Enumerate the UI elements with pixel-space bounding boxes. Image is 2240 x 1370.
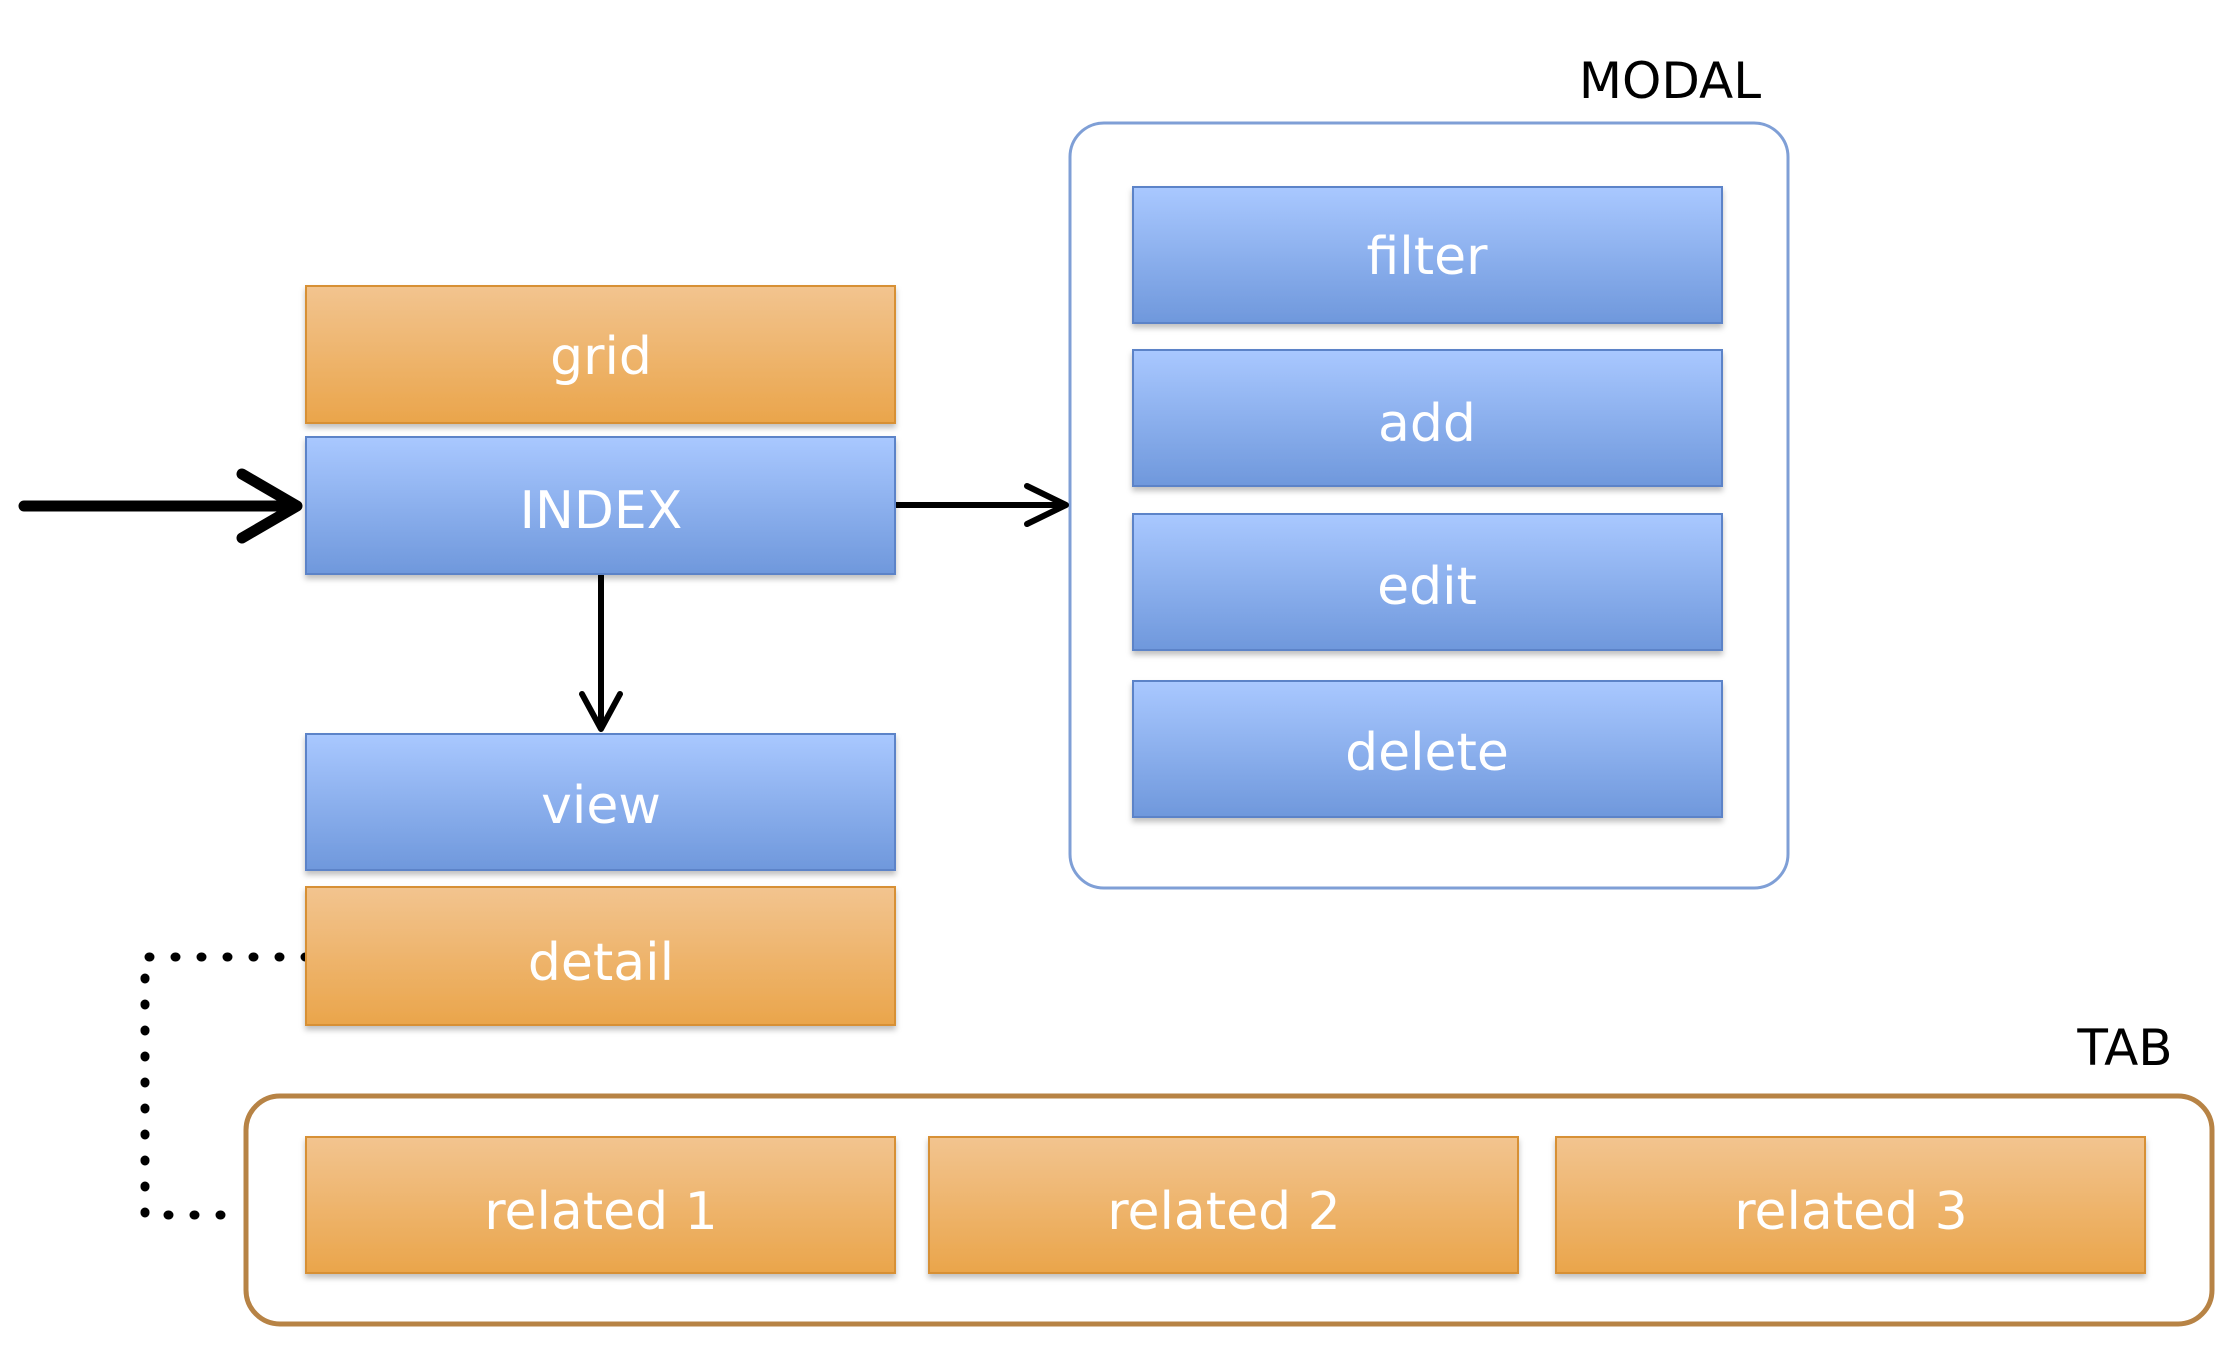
add-box-label: add <box>1378 394 1476 454</box>
filter-box-label: filter <box>1367 227 1489 287</box>
edit-box-label: edit <box>1377 557 1477 617</box>
detail-box[interactable]: detail <box>305 886 896 1026</box>
modal-group-title: MODAL <box>1579 52 1761 110</box>
delete-box[interactable]: delete <box>1132 680 1723 818</box>
delete-box-label: delete <box>1345 723 1509 783</box>
related-3-box-label: related 3 <box>1734 1182 1968 1242</box>
related-1-box[interactable]: related 1 <box>305 1136 896 1274</box>
tab-group-title: TAB <box>2076 1019 2172 1077</box>
index-box[interactable]: INDEX <box>305 436 896 575</box>
detail-to-tab-dotted-connector <box>140 952 311 1220</box>
related-3-box[interactable]: related 3 <box>1555 1136 2146 1274</box>
index-to-view-arrow <box>579 571 623 732</box>
entry-arrow <box>18 468 303 544</box>
grid-box[interactable]: grid <box>305 285 896 424</box>
view-box-label: view <box>541 776 661 836</box>
view-box[interactable]: view <box>305 733 896 871</box>
add-box[interactable]: add <box>1132 349 1723 487</box>
edit-box[interactable]: edit <box>1132 513 1723 651</box>
related-1-box-label: related 1 <box>484 1182 718 1242</box>
index-to-modal-arrow <box>892 483 1069 527</box>
grid-box-label: grid <box>550 327 652 387</box>
related-2-box[interactable]: related 2 <box>928 1136 1519 1274</box>
related-2-box-label: related 2 <box>1107 1182 1341 1242</box>
filter-box[interactable]: filter <box>1132 186 1723 324</box>
detail-box-label: detail <box>528 933 674 993</box>
index-box-label: INDEX <box>520 481 683 541</box>
